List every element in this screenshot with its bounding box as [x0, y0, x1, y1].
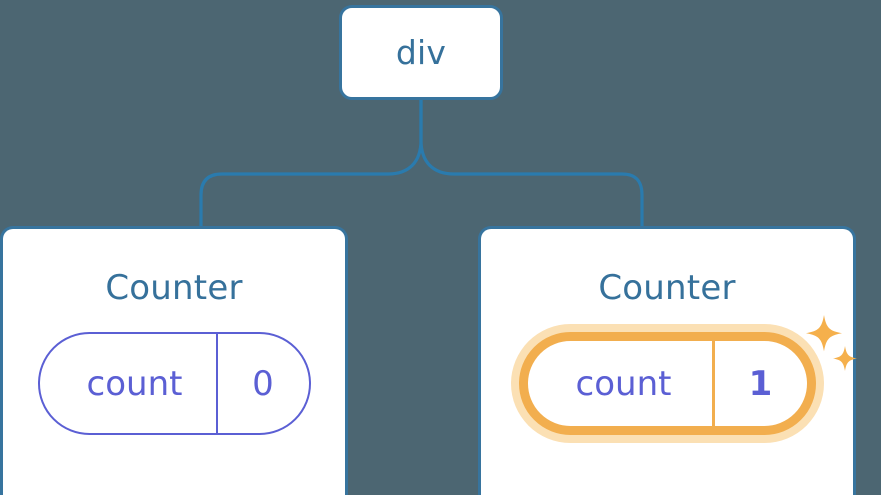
state-pill-wrapper: count 0: [37, 332, 311, 435]
state-key-label: count: [575, 363, 672, 404]
state-value-label: 0: [215, 334, 309, 433]
edge-root-to-right-child: [419, 97, 644, 230]
node-div[interactable]: div: [339, 5, 503, 100]
sparkle-large-icon: [805, 315, 842, 352]
state-pill-updated[interactable]: count 1: [518, 332, 816, 435]
node-div-label: div: [395, 33, 447, 72]
state-pill-wrapper: count 1: [518, 315, 857, 435]
component-name-label: Counter: [105, 268, 243, 308]
component-name-label: Counter: [598, 268, 736, 308]
edge-root-to-left-child: [199, 97, 423, 230]
node-counter-left[interactable]: Counter count 0: [0, 226, 348, 495]
state-key-label: count: [86, 363, 183, 404]
sparkle-small-icon: [832, 346, 857, 371]
state-value-label: 1: [711, 341, 807, 426]
node-counter-right[interactable]: Counter count 1: [478, 226, 857, 495]
state-pill[interactable]: count 0: [37, 332, 311, 435]
